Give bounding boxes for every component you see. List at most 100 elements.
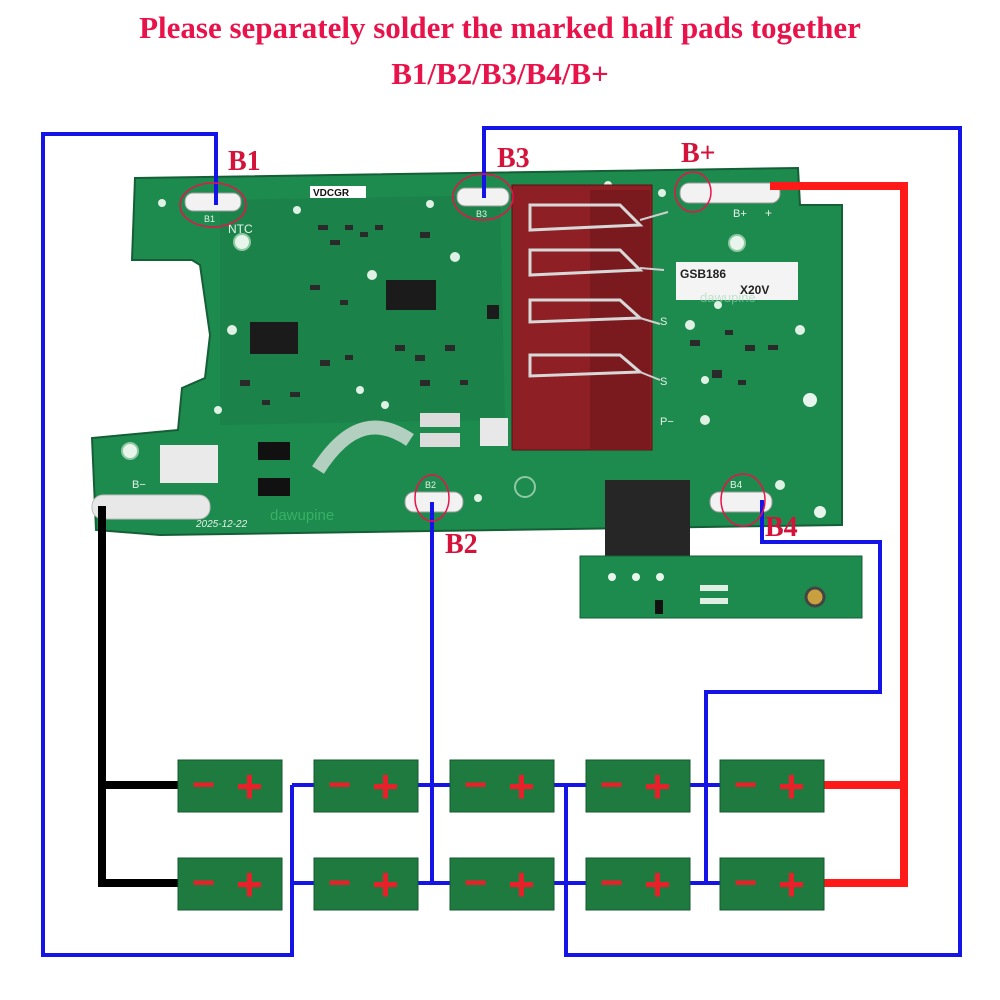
cell-minus-sign: − bbox=[328, 861, 351, 905]
cell-body bbox=[313, 759, 419, 813]
pcb-trace bbox=[312, 420, 414, 474]
pad-list-title: B1/B2/B3/B4/B+ bbox=[391, 56, 609, 91]
pcb-shade bbox=[220, 195, 505, 425]
cell-minus-sign: − bbox=[734, 861, 757, 905]
cell-minus-sign: − bbox=[600, 861, 623, 905]
mount-hole bbox=[121, 442, 139, 460]
pad-bminus-area: B− bbox=[91, 445, 218, 520]
cell-plus-sign: + bbox=[644, 760, 671, 812]
cell-body bbox=[719, 857, 825, 911]
cell-body bbox=[719, 759, 825, 813]
cell-body bbox=[449, 857, 555, 911]
silk-b4: B4 bbox=[730, 480, 743, 491]
cell-plus-sign: + bbox=[778, 858, 805, 910]
silk-b3: B3 bbox=[476, 209, 487, 219]
battery-cell: −+ bbox=[177, 759, 283, 813]
watermark: dawupine bbox=[270, 507, 334, 524]
bms-board: B− B1 B3 B+ B2 B4 NTC VDCGR GSB186 X20V … bbox=[90, 166, 843, 537]
half-pad-bplus bbox=[679, 182, 781, 204]
label-b1: B1 bbox=[228, 146, 261, 177]
cell-body bbox=[585, 759, 691, 813]
cell-interconnects bbox=[290, 783, 720, 885]
label-bplus: B+ bbox=[681, 138, 716, 169]
connector-leads bbox=[639, 211, 669, 381]
cell-plus-sign: + bbox=[372, 760, 399, 812]
battery-cell: −+ bbox=[719, 857, 825, 911]
label-b4: B4 bbox=[765, 512, 798, 543]
cell-body bbox=[449, 759, 555, 813]
smd-components bbox=[240, 225, 778, 405]
fuse-component bbox=[420, 413, 460, 427]
silk-vdcgr: VDCGR bbox=[313, 188, 350, 199]
half-pad-b1 bbox=[184, 192, 242, 212]
cell-body bbox=[177, 857, 283, 911]
mount-hole bbox=[233, 233, 251, 251]
wire-bplus bbox=[770, 182, 908, 887]
mount-hole bbox=[803, 393, 817, 407]
cell-minus-sign: − bbox=[734, 763, 757, 807]
cell-minus-sign: − bbox=[464, 763, 487, 807]
model-label-box bbox=[676, 262, 798, 300]
cell-plus-sign: + bbox=[508, 760, 535, 812]
silk-model: GSB186 bbox=[680, 267, 726, 281]
cell-plus-sign: + bbox=[508, 858, 535, 910]
cell-body bbox=[177, 759, 283, 813]
silk-bminus: B− bbox=[132, 479, 146, 491]
battery-cell: −+ bbox=[313, 857, 419, 911]
battery-cell: −+ bbox=[313, 759, 419, 813]
cell-plus-sign: + bbox=[236, 760, 263, 812]
marker-b2 bbox=[414, 474, 450, 522]
cell-body bbox=[313, 857, 419, 911]
battery-cell: −+ bbox=[719, 759, 825, 813]
cell-minus-sign: − bbox=[600, 763, 623, 807]
balance-wires bbox=[41, 126, 962, 957]
ic-chip bbox=[487, 305, 499, 319]
mount-hole bbox=[814, 506, 826, 518]
cell-minus-sign: − bbox=[328, 763, 351, 807]
silk-b2: B2 bbox=[425, 480, 436, 490]
cell-plus-sign: + bbox=[778, 760, 805, 812]
cell-minus-sign: − bbox=[192, 763, 215, 807]
silk-voltage: X20V bbox=[740, 283, 769, 297]
marker-bplus bbox=[674, 171, 712, 213]
silk-b1: B1 bbox=[204, 214, 215, 224]
half-pad-b4 bbox=[709, 491, 773, 513]
battery-cell: −+ bbox=[449, 857, 555, 911]
label-b3: B3 bbox=[497, 143, 530, 174]
cell-body bbox=[585, 857, 691, 911]
instruction-title: Please separately solder the marked half… bbox=[139, 10, 861, 45]
battery-cell: −+ bbox=[585, 857, 691, 911]
tact-switch bbox=[804, 586, 826, 608]
battery-cell: −+ bbox=[585, 759, 691, 813]
resistor-block bbox=[258, 478, 290, 496]
silk-bplus: B+ bbox=[733, 208, 747, 220]
label-b2: B2 bbox=[445, 529, 478, 560]
silk-date: 2025-12-22 bbox=[195, 519, 248, 530]
cell-plus-sign: + bbox=[236, 858, 263, 910]
secondary-board bbox=[579, 480, 863, 619]
resistor-block bbox=[258, 442, 290, 460]
wire-b1 bbox=[41, 132, 294, 957]
ic-chip bbox=[250, 322, 298, 354]
pad-labels: B1 B3 B+ B2 B4 bbox=[228, 138, 798, 560]
fuse-component bbox=[420, 433, 460, 447]
mount-hole bbox=[514, 476, 536, 498]
ic-chip bbox=[386, 280, 436, 310]
pad-markers bbox=[179, 171, 766, 527]
marker-b1 bbox=[179, 182, 247, 228]
cell-plus-sign: + bbox=[644, 858, 671, 910]
wire-b3 bbox=[482, 126, 962, 957]
resistor-block bbox=[480, 418, 508, 446]
silk-s: S bbox=[660, 376, 667, 388]
watermark: dawupine bbox=[700, 290, 756, 305]
silk-pminus: P− bbox=[660, 416, 674, 428]
test-points bbox=[158, 181, 805, 502]
silk-s: S bbox=[660, 316, 667, 328]
battery-cell: −+ bbox=[177, 857, 283, 911]
cell-minus-sign: − bbox=[464, 861, 487, 905]
silk-ntc: NTC bbox=[228, 222, 253, 236]
battery-connector bbox=[511, 184, 669, 451]
marker-b3 bbox=[452, 173, 514, 221]
battery-cell: −+ bbox=[449, 759, 555, 813]
